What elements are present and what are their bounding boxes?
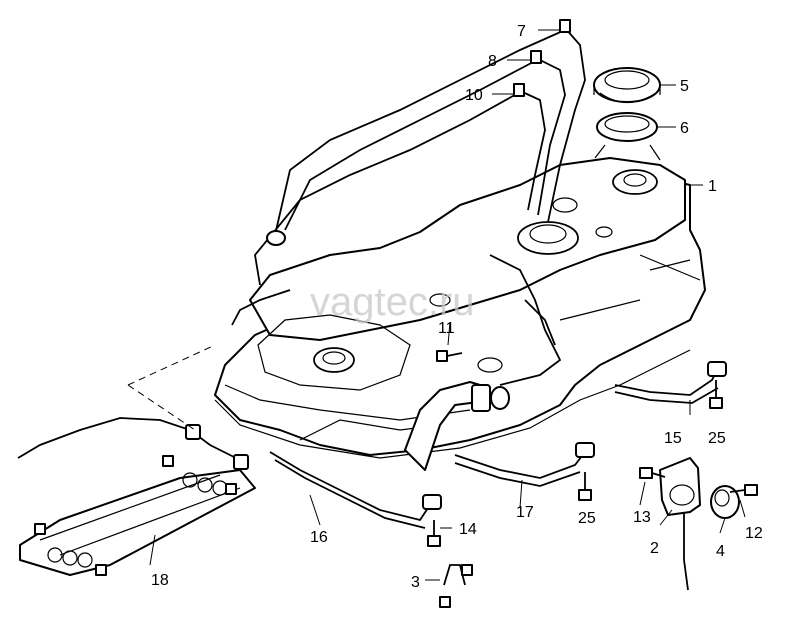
fuel-lines (231, 19, 586, 386)
callout-16: 16 (310, 529, 328, 546)
callout-6: 6 (680, 120, 689, 137)
callout-25-right: 25 (708, 430, 726, 447)
callout-8: 8 (488, 53, 497, 70)
callout-10: 10 (465, 87, 483, 104)
bolt-25-right (709, 380, 723, 409)
bolt-25-left (578, 472, 592, 501)
line-8-fitting (530, 50, 542, 64)
callout-25-left: 25 (578, 510, 596, 527)
callout-11: 11 (438, 320, 455, 337)
callout-3: 3 (411, 574, 420, 591)
heat-shield-18 (19, 455, 256, 576)
tank-strap-15 (614, 361, 727, 404)
filler-hose (404, 381, 510, 471)
line-connector (266, 230, 286, 246)
callout-labels: 1 2 3 4 5 6 7 8 10 11 12 13 14 15 16 17 … (151, 23, 763, 591)
watermark: vagtec.ru (310, 280, 475, 324)
line-7-fitting (559, 19, 571, 33)
leader-lines (149, 29, 746, 581)
tank-strap-16 (269, 451, 442, 529)
callout-15: 15 (664, 430, 682, 447)
connector-3 (439, 564, 473, 608)
callout-4: 4 (716, 543, 725, 560)
callout-13: 13 (633, 509, 651, 526)
tank-strap-17 (454, 442, 595, 487)
callout-2: 2 (650, 540, 659, 557)
line-10-fitting (513, 83, 525, 97)
locking-ring (593, 67, 661, 104)
bolt-13 (639, 467, 666, 479)
bolt-14 (427, 520, 441, 547)
filler-housing (659, 457, 701, 591)
bolt-11 (436, 350, 463, 362)
seal-ring (596, 112, 658, 142)
callout-1: 1 (708, 178, 717, 195)
callout-5: 5 (680, 78, 689, 95)
reference-lines (127, 344, 216, 431)
vent-line (17, 417, 249, 470)
callout-14: 14 (459, 521, 477, 538)
bolt-12 (729, 484, 758, 496)
callout-17: 17 (516, 504, 534, 521)
callout-12: 12 (745, 525, 763, 542)
callout-18: 18 (151, 572, 169, 589)
callout-7: 7 (517, 23, 526, 40)
